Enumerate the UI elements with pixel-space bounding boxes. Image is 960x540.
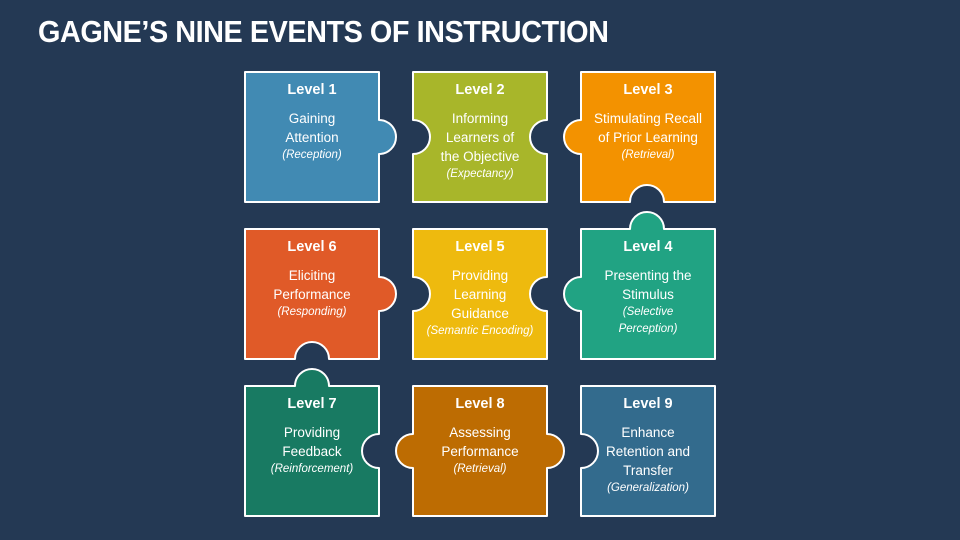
level-5-card: Level 5 Providing Learning Guidance (Sem… <box>413 229 547 359</box>
level-label: Level 8 <box>455 396 505 412</box>
level-phase: (Semantic Encoding) <box>426 325 534 337</box>
level-name: Enhance <box>621 425 675 440</box>
puzzle-piece-level-8 <box>395 385 565 517</box>
level-phase: (Retrieval) <box>453 463 507 475</box>
level-name: Gaining <box>288 111 336 126</box>
level-name: Performance <box>273 287 351 302</box>
level-phase: (Expectancy) <box>446 168 514 180</box>
level-3-card: Level 3 Stimulating Recall of Prior Lear… <box>581 72 715 202</box>
level-6-card: Level 6 Eliciting Performance (Respondin… <box>245 229 379 359</box>
level-label: Level 4 <box>623 239 673 255</box>
level-label: Level 7 <box>287 396 337 412</box>
level-name: Providing <box>451 268 509 283</box>
level-label: Level 3 <box>623 82 673 98</box>
level-name: Assessing <box>449 425 511 440</box>
level-name: of Prior Learning <box>598 130 698 145</box>
level-label: Level 9 <box>623 396 673 412</box>
level-name: Eliciting <box>288 268 336 283</box>
level-phase: (Retrieval) <box>621 149 675 161</box>
level-phase: Perception) <box>618 323 678 335</box>
puzzle-piece-level-6 <box>244 228 397 360</box>
level-9-card: Level 9 Enhance Retention and Transfer (… <box>581 386 715 516</box>
level-name: Attention <box>285 130 339 145</box>
level-7-card: Level 7 Providing Feedback (Reinforcemen… <box>245 386 379 516</box>
puzzle-piece-level-2 <box>412 71 548 203</box>
level-name: Feedback <box>282 444 342 459</box>
puzzle-piece-level-1 <box>244 71 397 203</box>
puzzle-piece-level-3 <box>563 71 716 203</box>
puzzle-piece-level-9 <box>580 385 716 517</box>
puzzle-piece-level-7 <box>244 368 380 517</box>
level-label: Level 2 <box>455 82 505 98</box>
puzzle-piece-level-4 <box>563 211 716 360</box>
level-name: Stimulus <box>622 287 674 302</box>
level-phase: (Responding) <box>277 306 347 318</box>
level-name: the Objective <box>440 149 520 164</box>
level-phase: (Selective <box>622 306 674 318</box>
level-name: Informing <box>451 111 509 126</box>
level-name: Retention and <box>605 444 691 459</box>
page-title: GAGNE’S NINE EVENTS OF INSTRUCTION <box>38 14 609 49</box>
level-4-card: Level 4 Presenting the Stimulus (Selecti… <box>581 229 715 359</box>
level-name: Performance <box>441 444 519 459</box>
level-name: Stimulating Recall <box>593 111 703 126</box>
level-8-card: Level 8 Assessing Performance (Retrieval… <box>413 386 547 516</box>
level-name: Guidance <box>451 306 509 321</box>
level-name: Providing <box>283 425 341 440</box>
level-1-card: Level 1 Gaining Attention (Reception) <box>245 72 379 202</box>
level-label: Level 6 <box>287 239 337 255</box>
level-2-card: Level 2 Informing Learners of the Object… <box>413 72 547 202</box>
level-label: Level 5 <box>455 239 505 255</box>
puzzle-piece-level-5 <box>412 228 548 360</box>
level-phase: (Reception) <box>282 149 342 161</box>
level-name: Learning <box>453 287 507 302</box>
level-name: Presenting the <box>604 268 692 283</box>
level-phase: (Reinforcement) <box>270 463 354 475</box>
level-label: Level 1 <box>287 82 337 98</box>
level-phase: (Generalization) <box>607 482 689 494</box>
level-name: Learners of <box>445 130 515 145</box>
level-name: Transfer <box>623 463 673 478</box>
